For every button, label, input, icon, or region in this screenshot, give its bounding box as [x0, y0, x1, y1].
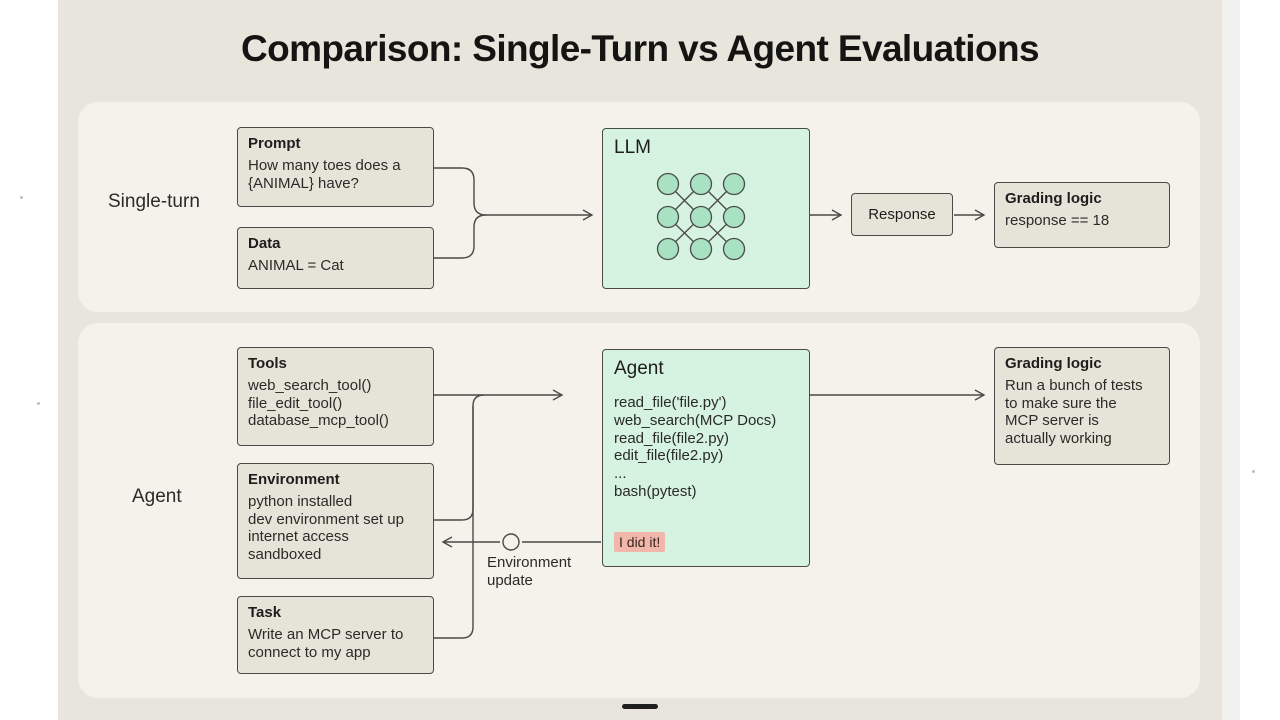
- data-box: Data ANIMAL = Cat: [237, 227, 434, 289]
- environment-box: Environment python installed dev environ…: [237, 463, 434, 579]
- tools-box: Tools web_search_tool() file_edit_tool()…: [237, 347, 434, 446]
- task-connector: [434, 406, 474, 639]
- environment-header: Environment: [248, 471, 340, 488]
- environment-line: sandboxed: [248, 545, 322, 563]
- agent-action: read_file(file2.py): [614, 429, 730, 447]
- agent-action: ...: [614, 465, 627, 483]
- llm-box: LLM: [602, 128, 810, 289]
- prompt-header: Prompt: [248, 135, 301, 152]
- environment-update-node: [502, 533, 520, 551]
- data-connector: [434, 214, 487, 259]
- prompt-line: {ANIMAL} have?: [248, 174, 359, 192]
- agent-action: web_search(MCP Docs): [614, 411, 777, 429]
- grading-line: Run a bunch of tests: [1005, 377, 1143, 394]
- tools-header: Tools: [248, 355, 287, 372]
- speck: [37, 402, 40, 405]
- grading-line: to make sure the: [1005, 394, 1117, 412]
- task-header: Task: [248, 604, 282, 621]
- agent-action: read_file('file.py'): [614, 394, 727, 411]
- agent-box-header: Agent: [614, 358, 664, 379]
- prompt-line: How many toes does a: [248, 157, 401, 174]
- environment-update-line: Environment: [487, 554, 572, 571]
- grading-line: MCP server is: [1005, 412, 1099, 429]
- neural-network-icon: [656, 172, 746, 261]
- agent-status-badge: I did it!: [614, 532, 666, 552]
- grading-line: actually working: [1005, 429, 1112, 447]
- environment-line: internet access: [248, 528, 349, 545]
- tools-line: file_edit_tool(): [248, 394, 343, 412]
- agent-action: edit_file(file2.py): [614, 447, 724, 465]
- agent-action: bash(pytest): [614, 482, 697, 500]
- tools-line: database_mcp_tool(): [248, 412, 389, 429]
- response-box: Response: [851, 193, 953, 236]
- llm-header: LLM: [614, 137, 651, 158]
- environment-update-line: update: [487, 572, 533, 589]
- slide-margin: [1222, 0, 1240, 720]
- home-indicator: [622, 704, 658, 709]
- speck: [20, 196, 23, 199]
- prompt-connector: [434, 167, 487, 216]
- environment-line: python installed: [248, 493, 353, 510]
- speck: [1252, 470, 1255, 473]
- agent-grading-box: Grading logic Run a bunch of tests to ma…: [994, 347, 1170, 465]
- environment-connector: [434, 394, 485, 521]
- data-line: ANIMAL = Cat: [248, 257, 344, 274]
- slide-title: Comparison: Single-Turn vs Agent Evaluat…: [241, 28, 1040, 69]
- grading-header: Grading logic: [1005, 190, 1102, 207]
- single-turn-label: Single-turn: [108, 191, 200, 212]
- prompt-box: Prompt How many toes does a {ANIMAL} hav…: [237, 127, 434, 207]
- data-header: Data: [248, 235, 281, 252]
- tools-line: web_search_tool(): [248, 377, 372, 394]
- grading-header: Grading logic: [1005, 355, 1102, 372]
- environment-line: dev environment set up: [248, 510, 404, 528]
- task-line: connect to my app: [248, 643, 371, 661]
- agent-label: Agent: [132, 486, 182, 507]
- grading-line: response == 18: [1005, 212, 1110, 229]
- agent-box: Agent read_file('file.py') web_search(MC…: [602, 349, 810, 567]
- task-line: Write an MCP server to: [248, 626, 404, 643]
- task-box: Task Write an MCP server to connect to m…: [237, 596, 434, 674]
- environment-update-label: Environment update: [487, 554, 571, 590]
- response-label: Response: [868, 206, 936, 223]
- single-turn-grading-box: Grading logic response == 18: [994, 182, 1170, 248]
